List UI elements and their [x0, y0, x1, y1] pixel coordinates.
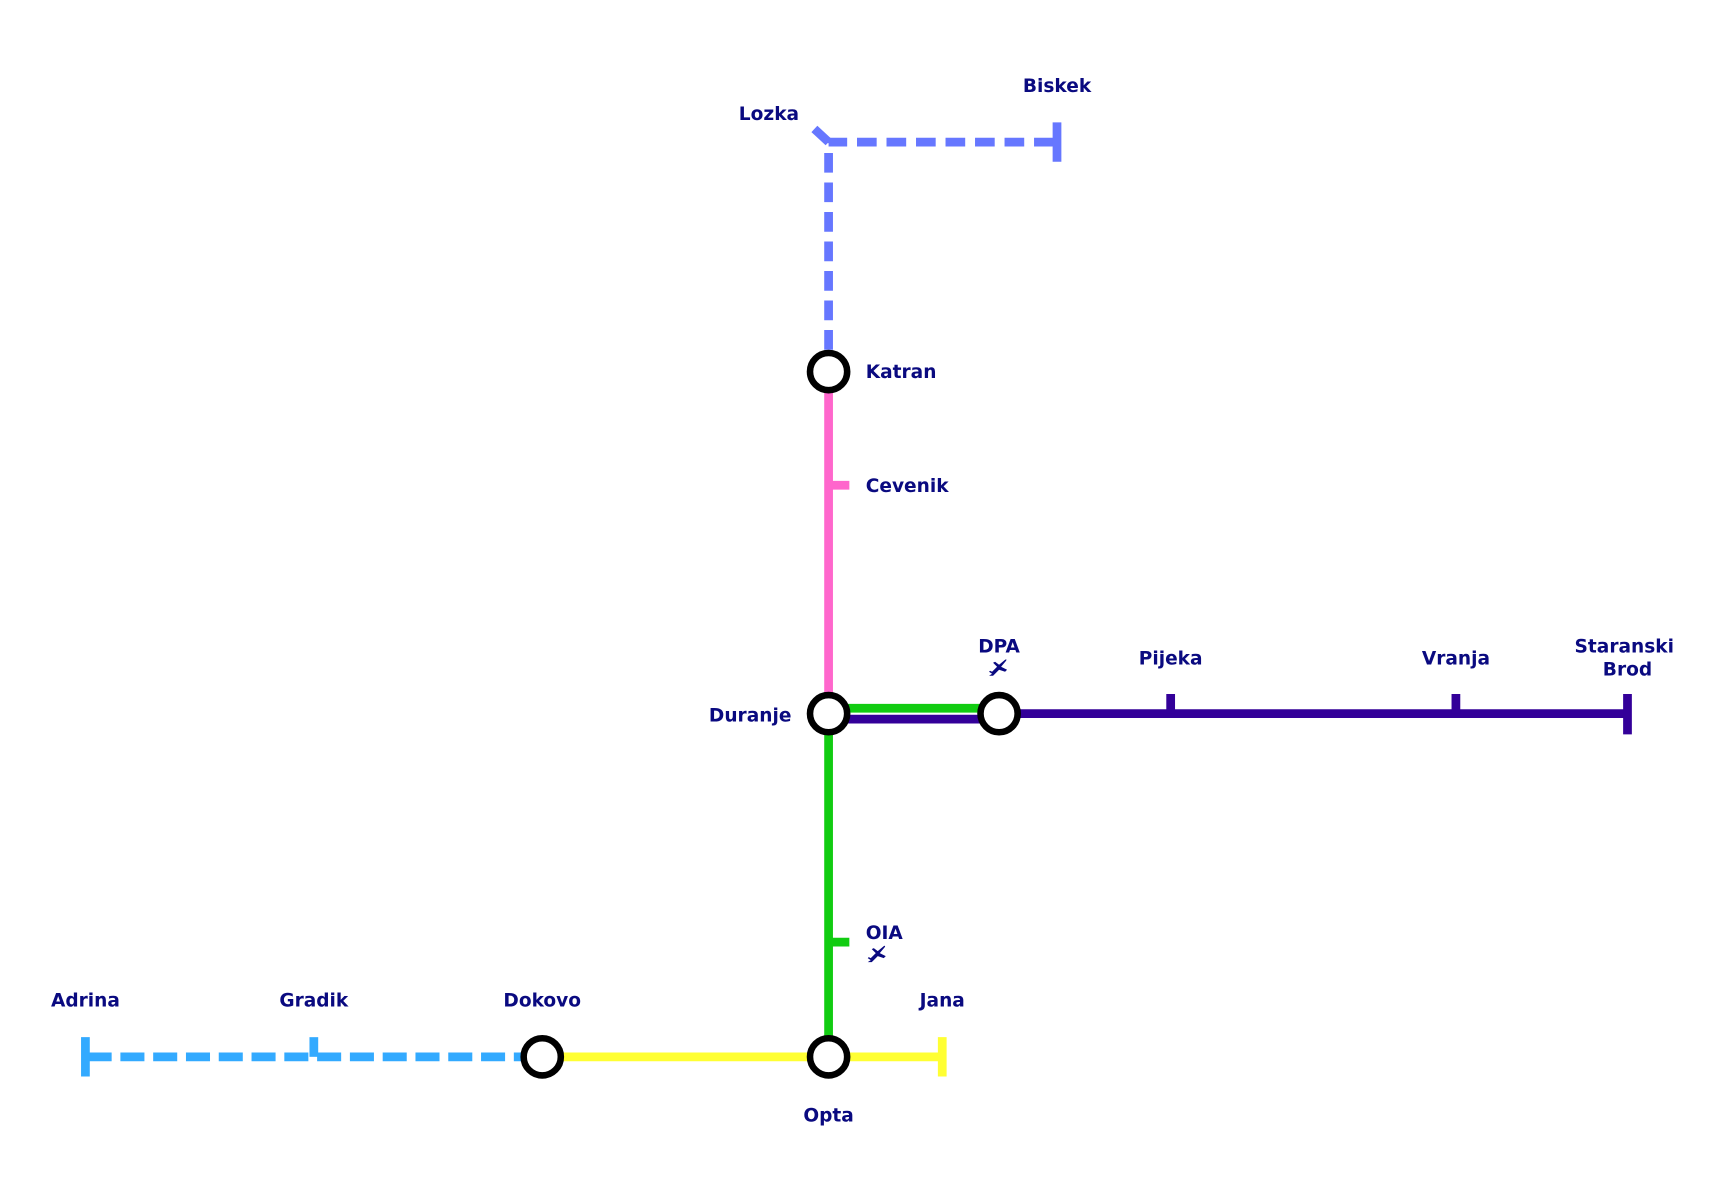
station-label-jana: Jana — [918, 991, 965, 1012]
station-label-opta: Opta — [803, 1105, 853, 1126]
station-label-vranja: Vranja — [1422, 648, 1490, 669]
line-purple — [828, 693, 1632, 735]
station-label-oia: OIA — [866, 923, 904, 944]
interchange-stations — [520, 349, 1021, 1079]
station-katran-marker[interactable] — [806, 349, 851, 394]
station-dpa-marker[interactable] — [977, 691, 1021, 736]
station-label-dokovo: Dokovo — [503, 991, 581, 1012]
station-label-biskek: Biskek — [1023, 76, 1092, 97]
airplane-icon — [989, 659, 1008, 676]
line-pink — [824, 371, 850, 714]
line-blue-dashed — [811, 122, 1062, 350]
station-label-lozka: Lozka — [739, 104, 799, 125]
station-label-duranje: Duranje — [709, 705, 791, 726]
station-label-staranski-brod: Staranski Brod — [1575, 636, 1681, 680]
line-green — [824, 703, 1000, 1057]
airplane-icon — [867, 945, 886, 963]
station-label-gradik: Gradik — [279, 991, 349, 1012]
station-label-cevenik: Cevenik — [866, 476, 949, 497]
station-dokovo-marker[interactable] — [520, 1034, 565, 1079]
line-lightblue-dashed — [81, 1037, 523, 1077]
station-opta-marker[interactable] — [806, 1034, 851, 1079]
station-label-dpa: DPA — [978, 636, 1020, 657]
station-label-adrina: Adrina — [51, 991, 120, 1012]
line-yellow — [542, 1037, 947, 1077]
station-label-pijeka: Pijeka — [1139, 648, 1203, 669]
station-duranje-marker[interactable] — [806, 691, 851, 736]
station-label-katran: Katran — [866, 362, 937, 383]
